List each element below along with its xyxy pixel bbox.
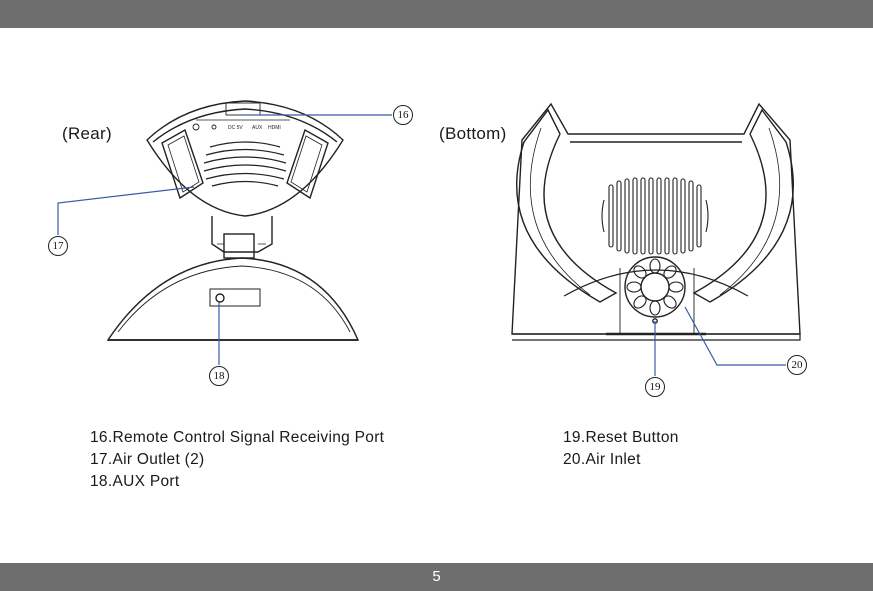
callout-17: 17 xyxy=(48,236,68,256)
bottom-view-drawing xyxy=(511,102,801,341)
rear-port-hdmi: HDMI xyxy=(268,125,281,131)
legend-item-18: 18.AUX Port xyxy=(90,473,180,490)
legend-item-20: 20.Air Inlet xyxy=(563,451,641,468)
callout-16: 16 xyxy=(393,105,413,125)
bottom-view-label: (Bottom) xyxy=(439,124,507,143)
rear-port-aux: AUX xyxy=(252,125,263,131)
legend-item-17: 17.Air Outlet (2) xyxy=(90,451,205,468)
header-bar xyxy=(0,0,873,28)
callout-19: 19 xyxy=(645,377,665,397)
callout-18: 18 xyxy=(209,366,229,386)
legend-item-16: 16.Remote Control Signal Receiving Port xyxy=(90,429,385,446)
legend-item-19: 19.Reset Button xyxy=(563,429,679,446)
leader-lines xyxy=(57,114,786,376)
footer-bar: 5 xyxy=(0,563,873,591)
rear-view-label: (Rear) xyxy=(62,124,112,143)
page-number: 5 xyxy=(432,568,441,585)
callout-20: 20 xyxy=(787,355,807,375)
leader-20 xyxy=(684,306,786,366)
rear-view-drawing: DC 5V AUX HDMI xyxy=(106,100,360,341)
rear-port-dc: DC 5V xyxy=(228,125,243,131)
legend-right: 19.Reset Button 20.Air Inlet xyxy=(563,427,679,471)
leader-17 xyxy=(57,186,195,235)
legend-left: 16.Remote Control Signal Receiving Port … xyxy=(90,427,384,493)
